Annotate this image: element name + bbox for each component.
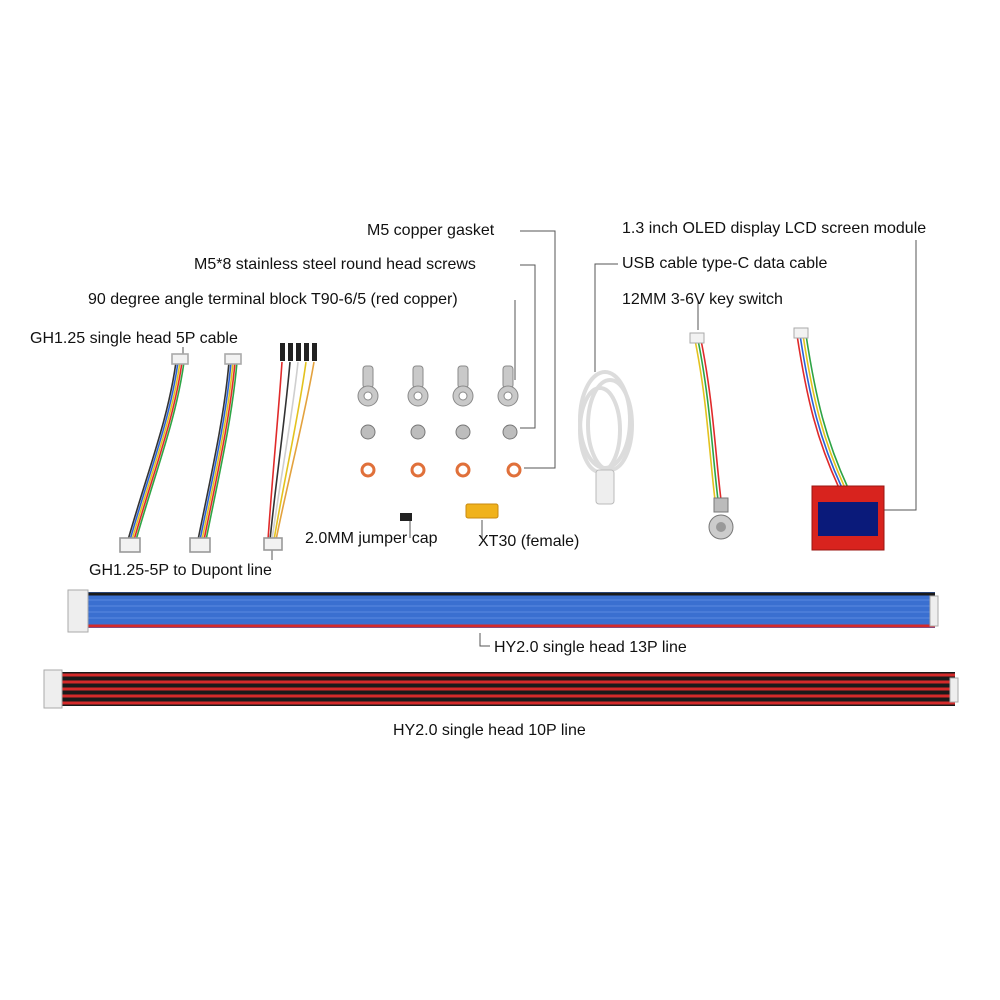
screw-2	[410, 424, 426, 440]
label-gh125-cable: GH1.25 single head 5P cable	[30, 330, 238, 347]
leader-screws	[520, 264, 536, 429]
label-jumper-cap: 2.0MM jumper cap	[305, 530, 438, 547]
leader-lines	[182, 230, 917, 647]
label-usb-cable: USB cable type-C data cable	[622, 255, 828, 272]
terminal-block-2	[407, 365, 429, 407]
label-hy20-13p: HY2.0 single head 13P line	[494, 639, 687, 656]
gasket-2	[410, 462, 426, 478]
jumper-cap	[400, 513, 412, 521]
label-key-switch: 12MM 3-6V key switch	[622, 291, 783, 308]
label-m5-gasket: M5 copper gasket	[367, 222, 495, 239]
gasket-1	[360, 462, 376, 478]
gasket-3	[455, 462, 471, 478]
label-hy20-10p: HY2.0 single head 10P line	[393, 722, 586, 739]
screw-1	[360, 424, 376, 440]
screw-4	[502, 424, 518, 440]
screw-3	[455, 424, 471, 440]
terminal-block-3	[452, 365, 474, 407]
key-switch	[689, 332, 734, 540]
label-xt30: XT30 (female)	[478, 533, 580, 550]
label-gh125-dupont: GH1.25-5P to Dupont line	[89, 562, 272, 579]
copper-gaskets	[360, 462, 522, 478]
usb-cable	[578, 370, 634, 505]
screws	[360, 424, 518, 440]
gh125-cable-2	[189, 353, 242, 553]
terminal-blocks	[357, 365, 519, 407]
gh125-dupont-line	[263, 343, 317, 551]
gasket-4	[506, 462, 522, 478]
label-terminal-block: 90 degree angle terminal block T90-6/5 (…	[88, 291, 458, 308]
label-oled: 1.3 inch OLED display LCD screen module	[622, 220, 927, 237]
label-m5-screws: M5*8 stainless steel round head screws	[194, 256, 476, 273]
leader-oled	[884, 240, 917, 511]
hy20-13p-line	[67, 589, 939, 633]
gh125-cable-1	[119, 353, 189, 553]
oled-module	[793, 327, 885, 551]
leader-13p	[479, 633, 490, 647]
hy20-10p-line	[43, 669, 959, 709]
xt30-connector	[465, 503, 499, 519]
terminal-block-1	[357, 365, 379, 407]
leader-usb	[594, 263, 618, 372]
terminal-block-4	[497, 365, 519, 407]
leader-gasket	[520, 230, 556, 469]
